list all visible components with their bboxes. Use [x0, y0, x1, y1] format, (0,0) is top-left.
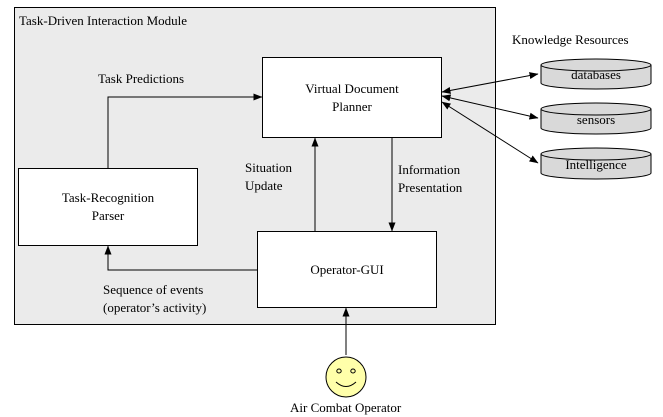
arrow-sequence-of-events — [104, 245, 257, 271]
smiley-icon — [325, 356, 367, 398]
arrow-planner-databases — [441, 72, 539, 94]
sensors-cylinder — [540, 102, 652, 135]
arrow-planner-intelligence — [441, 101, 539, 164]
planner-line1: Virtual Document — [305, 80, 399, 96]
sensors-label: sensors — [576, 112, 616, 127]
gui-label: Operator-GUI — [310, 261, 384, 277]
operator-gui-box: Operator-GUI — [257, 231, 437, 308]
intelligence-cylinder — [540, 147, 652, 180]
module-title: Task-Driven Interaction Module — [19, 13, 188, 28]
parser-line1: Task-Recognition — [61, 190, 155, 205]
sequence-label-line1: Sequence of events — [103, 282, 204, 297]
arrow-planner-sensors — [441, 94, 539, 120]
virtual-document-planner-box: Virtual Document Planner — [262, 57, 442, 138]
task-predictions-label: Task Predictions — [98, 71, 185, 86]
situation-update-label-line2: Update — [245, 178, 283, 193]
planner-line2: Planner — [332, 98, 372, 114]
databases-label: databases — [571, 67, 621, 82]
air-combat-operator-label: Air Combat Operator — [290, 400, 402, 415]
knowledge-resources-heading: Knowledge Resources — [512, 32, 629, 47]
situation-update-label-line1: Situation — [245, 160, 292, 175]
arrow-task-predictions — [107, 93, 263, 168]
intelligence-label: Intelligence — [565, 157, 627, 172]
sequence-label-line2: (operator’s activity) — [103, 300, 207, 315]
information-presentation-label-line2: Presentation — [398, 180, 463, 195]
parser-line2: Parser — [91, 208, 125, 223]
information-presentation-label-line1: Information — [398, 162, 461, 177]
databases-cylinder — [540, 58, 652, 90]
task-recognition-parser-box: Task-Recognition Parser — [18, 168, 198, 246]
